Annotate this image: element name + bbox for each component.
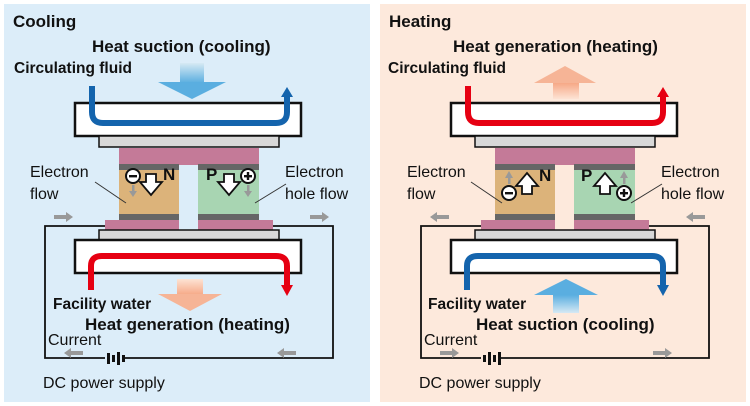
current-label: Current (424, 332, 478, 349)
electron-flow-label-line2: flow (30, 186, 59, 203)
hole-charge-icon (616, 171, 632, 201)
lower-ceramic-plate (98, 229, 280, 241)
heating-panel: Heating Heat generation (heating) Circul… (380, 4, 746, 402)
hole-flow-label-line1: Electron (285, 164, 344, 181)
hole-charge-icon (240, 168, 256, 197)
bottom-electrode-right (198, 220, 273, 230)
bottom-electrode-left (105, 220, 179, 230)
hole-flow-label-line2: hole flow (661, 186, 725, 203)
top-heat-label: Heat suction (cooling) (92, 37, 271, 56)
panel-title: Cooling (13, 12, 77, 31)
facility-water-label: Facility water (428, 296, 527, 313)
heat-suction-arrow (158, 63, 226, 99)
cooling-panel: Cooling Heat suction (cooling) Circulati… (4, 4, 370, 402)
p-carrier-up-arrow-icon (592, 171, 618, 195)
p-carrier-down-arrow-icon (216, 173, 242, 197)
circuit-wire (44, 225, 334, 359)
hole-flow-leader (630, 183, 663, 204)
hole-flow-label-line1: Electron (661, 164, 720, 181)
fluid-outlet-arrowhead (657, 87, 669, 97)
facility-water-arrowhead (281, 285, 293, 296)
upper-ceramic-plate (98, 135, 280, 148)
top-heat-label: Heat generation (heating) (453, 37, 658, 56)
facility-water-arrowhead (657, 285, 669, 296)
circuit-wire (420, 225, 710, 359)
electron-flow-leader (470, 181, 503, 204)
heating-diagram (420, 66, 710, 365)
current-label: Current (48, 332, 102, 349)
electron-flow-label-line2: flow (407, 186, 436, 203)
electron-charge-icon (125, 168, 141, 197)
n-type-label: N (539, 166, 552, 185)
heat-generation-arrow (534, 66, 596, 99)
heat-generation-arrow (158, 279, 222, 311)
dc-battery-icon (107, 352, 125, 365)
top-electrode (495, 148, 635, 165)
n-carrier-up-arrow-icon (514, 171, 540, 195)
n-type-label: N (163, 165, 176, 184)
fluid-outlet-arrowhead (281, 87, 293, 97)
p-type-label: P (581, 166, 593, 185)
electron-flow-leader (94, 181, 127, 204)
electron-charge-icon (501, 171, 517, 201)
circulating-fluid-pipe (89, 86, 290, 126)
lower-ceramic-plate (474, 229, 656, 241)
dc-battery-icon (483, 352, 501, 365)
heat-suction-arrow (534, 279, 598, 313)
upper-heat-exchanger (73, 101, 303, 138)
upper-ceramic-plate (474, 135, 656, 148)
circulating-fluid-label: Circulating fluid (14, 60, 132, 77)
hole-flow-leader (254, 183, 287, 204)
current-arrow-icon (54, 212, 329, 358)
hole-flow-label-line2: hole flow (285, 186, 349, 203)
bottom-heat-label: Heat generation (heating) (85, 315, 290, 334)
facility-water-pipe (464, 253, 666, 290)
facility-water-label: Facility water (53, 296, 152, 313)
top-electrode (119, 148, 259, 165)
p-type-label: P (206, 165, 218, 184)
current-arrow-icon (430, 212, 705, 358)
n-carrier-down-arrow-icon (138, 173, 164, 197)
dc-power-supply-label: DC power supply (43, 375, 165, 392)
circulating-fluid-pipe (465, 86, 666, 126)
bottom-heat-label: Heat suction (cooling) (476, 315, 655, 334)
cooling-diagram (44, 63, 334, 365)
bottom-electrode-right (574, 220, 649, 230)
circulating-fluid-label: Circulating fluid (388, 60, 506, 77)
panel-title: Heating (389, 12, 452, 31)
electron-flow-label-line1: Electron (30, 164, 89, 181)
dc-power-supply-label: DC power supply (419, 375, 541, 392)
upper-heat-exchanger (449, 101, 679, 138)
facility-water-pipe (88, 253, 290, 290)
electron-flow-label-line1: Electron (407, 164, 466, 181)
bottom-electrode-left (481, 220, 555, 230)
